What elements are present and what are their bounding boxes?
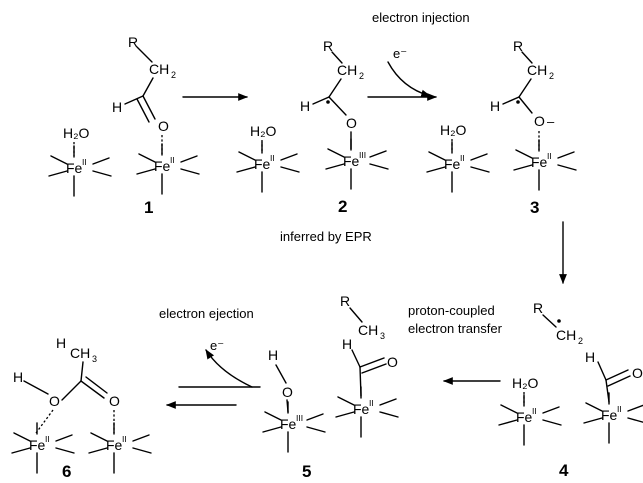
svg-text:CH: CH <box>70 345 90 361</box>
svg-text:CH: CH <box>337 62 357 78</box>
svg-text:CH: CH <box>358 322 378 338</box>
svg-text:CH: CH <box>527 62 547 78</box>
compound-label-5: 5 <box>302 462 311 481</box>
inferred-by-epr-note: inferred by EPR <box>280 229 372 244</box>
svg-text:II: II <box>617 404 622 414</box>
svg-text:CH: CH <box>149 61 169 77</box>
svg-text:Fe: Fe <box>280 416 297 432</box>
svg-text:O: O <box>534 113 545 129</box>
svg-text:O: O <box>632 365 643 381</box>
svg-text:O: O <box>387 354 398 370</box>
compound-label-6: 6 <box>62 462 71 481</box>
svg-text:III: III <box>296 413 303 423</box>
compound-1: H₂O Fe II R CH 2 H O Fe II 1 <box>48 34 200 217</box>
compound-5: R CH 3 H O Fe III H O Fe II 5 <box>262 293 399 481</box>
svg-text:II: II <box>122 434 127 444</box>
svg-text:–: – <box>547 114 555 129</box>
svg-text:II: II <box>547 151 552 161</box>
svg-text:Fe: Fe <box>154 158 171 174</box>
svg-text:H: H <box>112 99 122 115</box>
svg-text:R: R <box>340 293 350 309</box>
svg-text:Fe: Fe <box>601 407 618 423</box>
svg-text:H: H <box>342 336 352 352</box>
svg-text:Fe: Fe <box>444 156 461 172</box>
compound-6: H CH 3 H O O Fe II Fe II 6 <box>11 335 152 481</box>
svg-text:II: II <box>82 157 87 167</box>
svg-text:R: R <box>128 34 138 50</box>
compound-label-4: 4 <box>559 461 569 480</box>
svg-text:H: H <box>13 369 23 385</box>
electron-out-symbol: e⁻ <box>210 338 224 353</box>
svg-text:2: 2 <box>549 71 554 81</box>
svg-text:H₂O: H₂O <box>440 122 467 138</box>
svg-text:H: H <box>56 335 66 351</box>
svg-text:III: III <box>359 150 366 160</box>
svg-text:O: O <box>158 118 169 134</box>
svg-text:Fe: Fe <box>106 437 123 453</box>
svg-text:Fe: Fe <box>29 437 46 453</box>
svg-text:Fe: Fe <box>516 409 533 425</box>
svg-text:R: R <box>513 38 523 54</box>
alkyl-radical: R CH 2 <box>533 300 583 346</box>
electron-ejection-label: electron ejection <box>159 306 254 321</box>
svg-text:H₂O: H₂O <box>512 375 539 391</box>
compound-label-3: 3 <box>530 198 539 217</box>
svg-text:II: II <box>170 155 175 165</box>
svg-text:2: 2 <box>359 71 364 81</box>
svg-text:II: II <box>369 398 374 408</box>
electron-injection-arrow <box>387 61 431 98</box>
svg-text:H: H <box>300 98 310 114</box>
svg-text:O: O <box>282 384 293 400</box>
compound-3: H₂O Fe II R CH 2 H O – Fe II 3 <box>426 38 577 217</box>
svg-text:CH: CH <box>556 327 576 343</box>
pcet-label-line-2: electron transfer <box>408 321 503 336</box>
svg-text:H: H <box>490 98 500 114</box>
svg-text:Fe: Fe <box>531 154 548 170</box>
svg-text:II: II <box>270 153 275 163</box>
svg-text:II: II <box>532 406 537 416</box>
compound-label-2: 2 <box>338 197 347 216</box>
electron-in-symbol: e⁻ <box>393 46 407 61</box>
svg-text:Fe: Fe <box>343 153 360 169</box>
svg-text:H: H <box>585 349 595 365</box>
svg-text:3: 3 <box>92 354 97 364</box>
svg-text:2: 2 <box>171 70 176 80</box>
svg-text:R: R <box>323 38 333 54</box>
svg-text:O: O <box>49 393 60 409</box>
svg-text:H: H <box>268 347 278 363</box>
svg-text:O: O <box>346 115 357 131</box>
compound-4: H₂O Fe II H O Fe II 4 <box>498 349 643 480</box>
svg-text:H₂O: H₂O <box>250 123 277 139</box>
svg-text:2: 2 <box>578 336 583 346</box>
svg-text:O: O <box>109 393 120 409</box>
pcet-label-line-1: proton-coupled <box>408 303 495 318</box>
svg-text:II: II <box>45 434 50 444</box>
electron-injection-label: electron injection <box>372 10 470 25</box>
svg-text:3: 3 <box>380 331 385 341</box>
compound-label-1: 1 <box>144 198 153 217</box>
electron-ejection-arrow <box>205 349 253 388</box>
compound-2: H₂O Fe II R CH 2 H O Fe III 2 inferred b… <box>236 38 389 244</box>
svg-text:II: II <box>460 153 465 163</box>
svg-text:Fe: Fe <box>353 401 370 417</box>
svg-text:R: R <box>533 300 543 316</box>
water-ligand: H₂O <box>63 125 90 141</box>
svg-text:Fe: Fe <box>254 156 271 172</box>
svg-text:Fe: Fe <box>66 160 83 176</box>
